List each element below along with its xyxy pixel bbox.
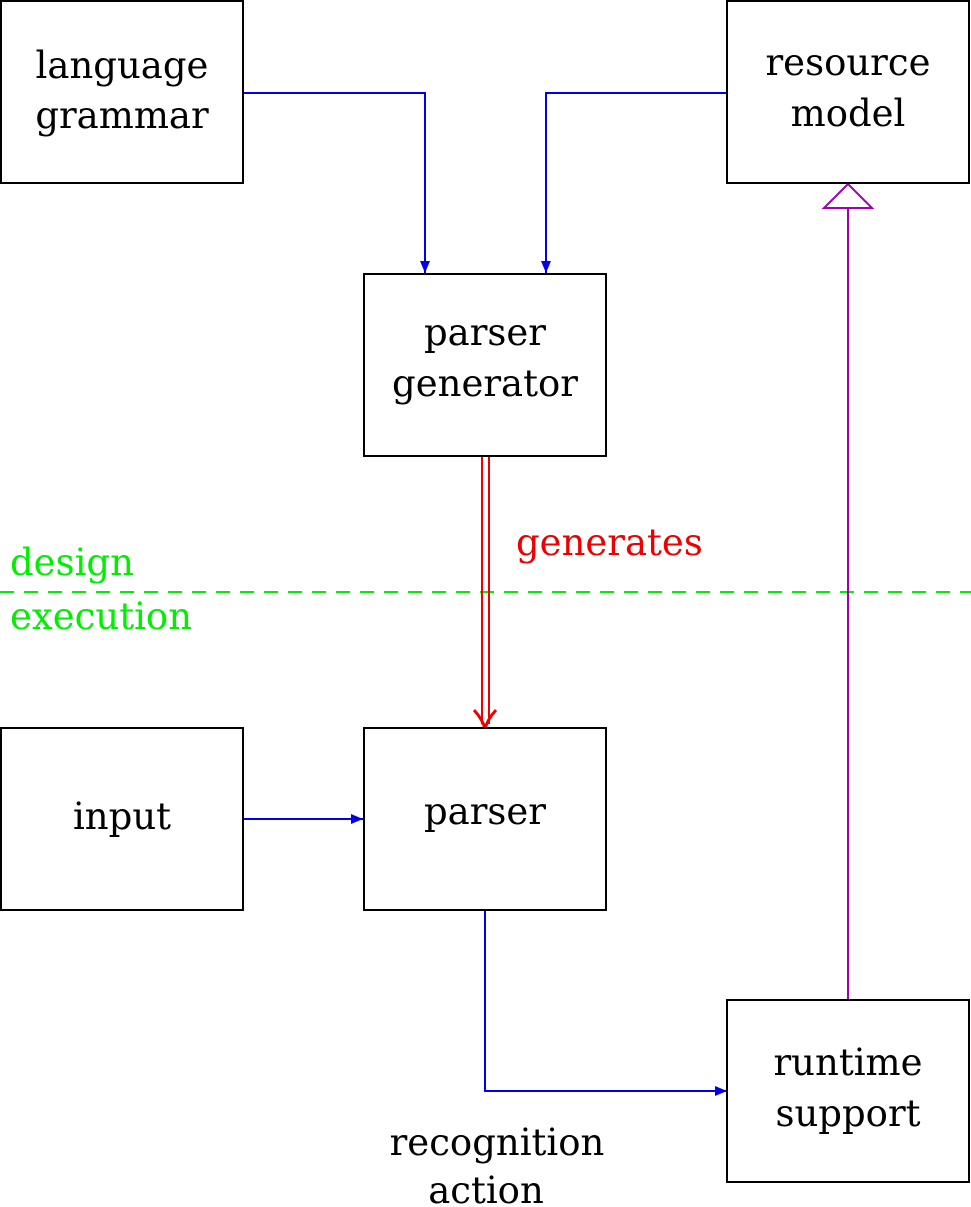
node-label: support (775, 1092, 920, 1135)
node-resource-model: resource model (726, 0, 970, 184)
node-parser: parser (363, 727, 607, 911)
node-label: runtime (773, 1041, 922, 1084)
node-label: resource (766, 41, 931, 84)
node-label: language (36, 44, 209, 87)
node-label: grammar (35, 94, 209, 137)
recognition-action-label: recognition (390, 1121, 605, 1164)
design-phase-label: design (10, 541, 134, 584)
recognition-action-label: action (428, 1169, 544, 1207)
node-label: parser (424, 790, 546, 833)
node-label: parser (424, 311, 546, 354)
node-language-grammar: language grammar (0, 0, 244, 184)
node-label: input (73, 795, 171, 838)
edge-grammar-to-generator (243, 92, 430, 273)
edge-parser-to-runtime (484, 910, 727, 1096)
inheritance-arrow (821, 182, 875, 1000)
node-label: model (791, 92, 906, 135)
node-runtime-support: runtime support (726, 999, 970, 1183)
generates-label: generates (516, 521, 703, 564)
edge-model-to-generator (541, 92, 727, 273)
node-label: generator (392, 362, 578, 405)
node-parser-generator: parser generator (363, 273, 607, 457)
execution-phase-label: execution (10, 595, 192, 638)
node-input: input (0, 727, 244, 911)
